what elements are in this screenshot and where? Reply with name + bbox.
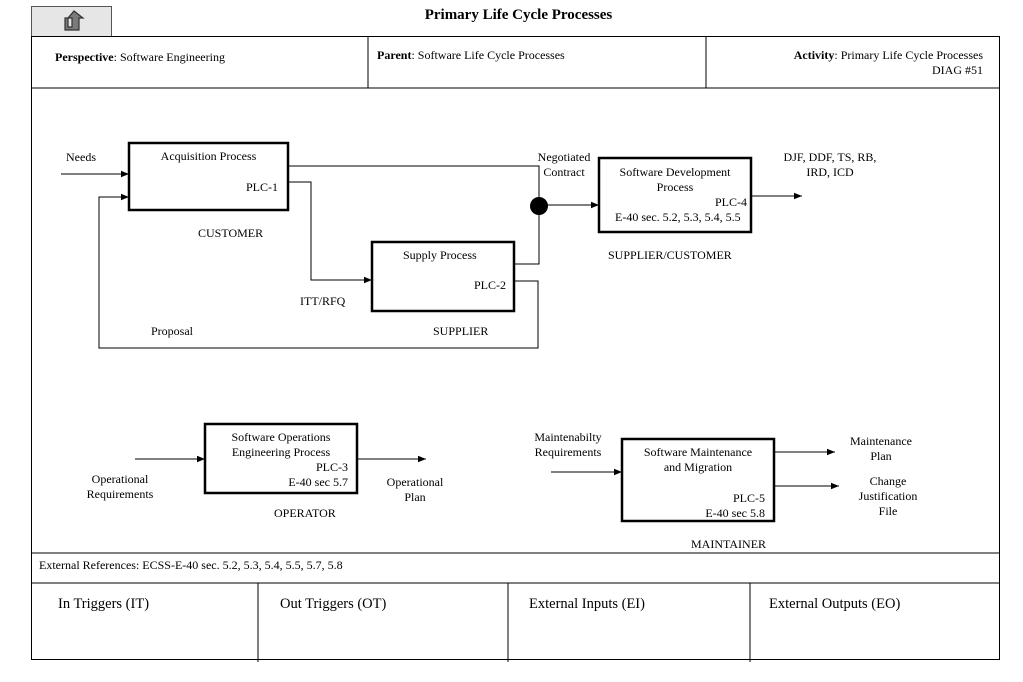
operational-requirements-label: Operational Requirements (70, 472, 170, 502)
needs-label: Needs (66, 150, 96, 164)
perspective-value: : Software Engineering (113, 50, 225, 64)
supply-title: Supply Process (403, 248, 477, 262)
negotiated-contract-line-2: Contract (543, 165, 585, 179)
page-title: Primary Life Cycle Processes (424, 7, 613, 23)
development-id: PLC-4 (714, 195, 747, 209)
maintenance-plan-label: Maintenance Plan (841, 434, 921, 464)
development-role: SUPPLIER/CUSTOMER (608, 248, 732, 262)
negotiated-contract-line-1: Negotiated (537, 150, 591, 164)
change-justification-line-2: Justification (858, 489, 918, 503)
external-outputs-header: External Outputs (EO) (769, 596, 901, 612)
parent-label: Parent (377, 48, 412, 62)
operations-id: PLC-3 (315, 460, 348, 474)
development-outputs-line-2: IRD, ICD (806, 165, 854, 179)
development-title-line-2: Process (656, 180, 694, 194)
diagram-frame (31, 36, 1000, 660)
development-process-box[interactable] (597, 156, 753, 234)
supply-to-contract-flow (514, 214, 540, 265)
operations-title-line-1: Software Operations (231, 430, 331, 444)
supply-process-box[interactable] (370, 240, 516, 313)
operational-plan-line-1: Operational (386, 475, 444, 489)
maintenance-plan-line-1: Maintenance (850, 434, 912, 448)
operational-plan-label: Operational Plan (375, 475, 455, 505)
maintenance-title-line-1: Software Maintenance (643, 445, 753, 459)
negotiated-contract-label: Negotiated Contract (526, 150, 602, 180)
maintenance-ref: E-40 sec 5.8 (705, 506, 765, 520)
acquisition-id: PLC-1 (245, 180, 278, 194)
operational-plan-line-2: Plan (404, 490, 426, 504)
maintainability-requirements-label: Maintenabilty Requirements (526, 430, 610, 460)
activity-cell: Activity: Primary Life Cycle Processes D… (794, 48, 983, 78)
up-button[interactable] (31, 6, 112, 37)
external-inputs-header: External Inputs (EI) (529, 596, 645, 612)
diag-number: DIAG #51 (932, 63, 983, 77)
development-title-line-1: Software Development (619, 165, 731, 179)
maintenance-process-box[interactable] (620, 437, 776, 523)
operations-title: Software Operations Engineering Process (205, 430, 357, 460)
maintenance-title: Software Maintenance and Migration (622, 445, 774, 475)
maintenance-id: PLC-5 (732, 491, 765, 505)
acquisition-role: CUSTOMER (198, 226, 264, 240)
itt-rfq-flow (288, 181, 372, 284)
change-justification-line-1: Change (869, 474, 907, 488)
perspective-cell: Perspective: Software Engineering (55, 50, 225, 65)
operations-title-line-2: Engineering Process (231, 445, 331, 459)
perspective-label: Perspective (55, 50, 114, 64)
maintenance-role: MAINTAINER (691, 537, 767, 551)
supply-role: SUPPLIER (433, 324, 489, 338)
up-arrow-icon (64, 10, 85, 31)
parent-value: : Software Life Cycle Processes (411, 48, 565, 62)
operations-role: OPERATOR (274, 506, 336, 520)
acquisition-to-contract-flow (288, 165, 540, 198)
change-justification-line-3: File (878, 504, 898, 518)
in-triggers-header: In Triggers (IT) (58, 596, 150, 612)
out-triggers-header: Out Triggers (OT) (280, 596, 387, 612)
maintainability-requirements-line-1: Maintenabilty (534, 430, 602, 444)
development-outputs-label: DJF, DDF, TS, RB, IRD, ICD (770, 150, 890, 180)
supply-id: PLC-2 (473, 278, 506, 292)
proposal-label: Proposal (151, 324, 193, 338)
acquisition-process-box[interactable] (127, 141, 290, 212)
development-ref: E-40 sec. 5.2, 5.3, 5.4, 5.5 (615, 210, 741, 224)
maintenance-title-line-2: and Migration (663, 460, 733, 474)
proposal-flow (98, 193, 539, 349)
activity-value: : Primary Life Cycle Processes (834, 48, 983, 62)
development-outputs-line-1: DJF, DDF, TS, RB, (783, 150, 877, 164)
operational-requirements-line-2: Requirements (86, 487, 154, 501)
change-justification-file-label: Change Justification File (846, 474, 930, 519)
operations-ref: E-40 sec 5.7 (288, 475, 348, 489)
contract-junction (530, 197, 548, 215)
acquisition-title: Acquisition Process (160, 149, 257, 163)
development-title: Software Development Process (599, 165, 751, 195)
maintenance-plan-line-2: Plan (870, 449, 892, 463)
activity-label: Activity (793, 48, 835, 62)
parent-cell: Parent: Software Life Cycle Processes (377, 48, 565, 63)
maintainability-requirements-line-2: Requirements (534, 445, 602, 459)
external-references: External References: ECSS-E-40 sec. 5.2,… (39, 558, 343, 572)
itt-rfq-label: ITT/RFQ (300, 294, 346, 308)
operational-requirements-line-1: Operational (91, 472, 149, 486)
